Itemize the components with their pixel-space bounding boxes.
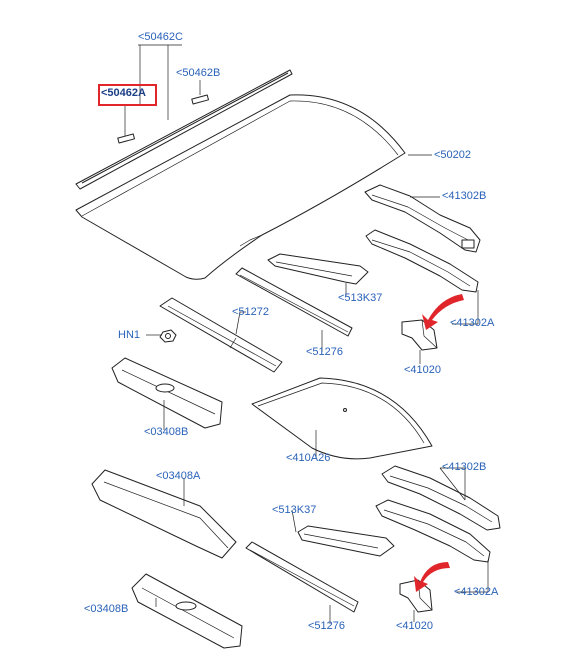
label-50462c[interactable]: <50462C (138, 31, 183, 43)
label-03408a[interactable]: <03408A (156, 470, 201, 482)
red-arrow-upper (422, 294, 464, 330)
reinforcement-03408b-upper (111, 357, 223, 429)
label-50202[interactable]: <50202 (434, 149, 472, 161)
bow-513k37-lower (297, 525, 395, 557)
label-41302a-upper[interactable]: <41302A (450, 317, 495, 329)
trim-clip-b (191, 94, 210, 105)
red-arrows (414, 294, 464, 592)
label-41302b-upper[interactable]: <41302B (442, 190, 487, 202)
headliner-panel (251, 377, 433, 460)
highlight-box-50462a (98, 84, 157, 106)
label-410a26[interactable]: <410A26 (286, 452, 331, 464)
roof-panel (75, 94, 406, 280)
bow-513k37-upper (267, 253, 369, 285)
label-51272[interactable]: <51272 (232, 306, 270, 318)
leader-lines (124, 44, 489, 624)
red-arrow-lower (414, 562, 450, 592)
side-rail-a-upper (365, 229, 479, 293)
hex-nut (159, 329, 177, 343)
label-51276-lower[interactable]: <51276 (308, 620, 346, 632)
label-03408b-lower[interactable]: <03408B (84, 603, 129, 615)
bar-51276-lower (245, 541, 359, 613)
label-03408b-upper[interactable]: <03408B (144, 426, 189, 438)
label-41020-lower[interactable]: <41020 (396, 620, 434, 632)
label-41302b-lower[interactable]: <41302B (442, 461, 487, 473)
label-513k37-upper[interactable]: <513K37 (338, 292, 383, 304)
side-rail-b-lower (381, 465, 501, 531)
label-50462b[interactable]: <50462B (176, 67, 221, 79)
label-41302a-lower[interactable]: <41302A (454, 586, 499, 598)
reinforcement-03408a (91, 469, 237, 559)
trim-clip-a (117, 133, 136, 144)
label-51276-upper[interactable]: <51276 (306, 346, 344, 358)
label-41020-upper[interactable]: <41020 (404, 364, 442, 376)
label-hn1[interactable]: HN1 (118, 329, 141, 341)
side-rail-b-upper (364, 184, 481, 253)
reinforcement-03408b-lower (131, 573, 243, 649)
bar-51272 (159, 297, 283, 373)
label-50462a[interactable]: <50462A (101, 87, 146, 99)
bracket-lower (399, 579, 433, 613)
label-513k37-lower[interactable]: <513K37 (272, 504, 317, 516)
